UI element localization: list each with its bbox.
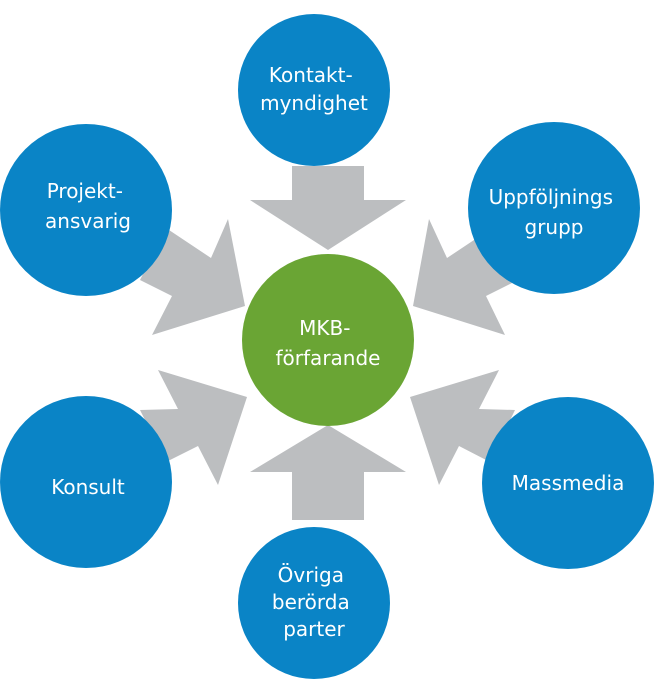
node-circle (238, 527, 390, 679)
node-label-line: Konsult (51, 475, 125, 499)
node-kontaktmyndighet: Kontakt- myndighet (238, 14, 390, 166)
arrow-from-ovriga-berorda-parter (250, 425, 406, 520)
node-label-line: parter (283, 617, 345, 641)
node-circle (468, 122, 640, 294)
node-label-line: Kontakt- (269, 63, 353, 87)
node-circle (482, 397, 654, 569)
node-label: Massmedia (512, 471, 625, 495)
node-label-line: grupp (525, 215, 584, 239)
node-label: Uppföljnings grupp (489, 185, 620, 239)
node-circle (238, 14, 390, 166)
node-label-line: ansvarig (45, 209, 131, 233)
center-node-label: MKB- förfarande (276, 316, 381, 370)
node-uppfoljningsgrupp: Uppföljnings grupp (468, 122, 640, 294)
node-ovriga-berorda-parter: Övriga berörda parter (238, 527, 390, 679)
node-label-line: Projekt- (47, 179, 123, 203)
arrow-from-kontaktmyndighet (250, 166, 406, 250)
node-label: Projekt- ansvarig (45, 179, 131, 233)
node-circle (0, 124, 172, 296)
node-label-line: berörda (272, 590, 350, 614)
center-label-line: förfarande (276, 346, 381, 370)
node-label-line: Massmedia (512, 471, 625, 495)
node-label: Konsult (51, 475, 125, 499)
center-node: MKB- förfarande (242, 254, 414, 426)
node-projektansvarig: Projekt- ansvarig (0, 124, 172, 296)
node-label-line: Uppföljnings (489, 185, 613, 209)
arrow-from-projektansvarig (140, 219, 245, 335)
node-label-line: myndighet (260, 91, 368, 115)
center-label-line: MKB- (299, 316, 350, 340)
node-konsult: Konsult (0, 396, 172, 568)
node-circle (0, 396, 172, 568)
center-node-circle (242, 254, 414, 426)
node-label: Övriga berörda parter (272, 563, 356, 641)
node-label-line: Övriga (278, 563, 344, 587)
node-massmedia: Massmedia (482, 397, 654, 569)
node-label: Kontakt- myndighet (260, 63, 368, 115)
